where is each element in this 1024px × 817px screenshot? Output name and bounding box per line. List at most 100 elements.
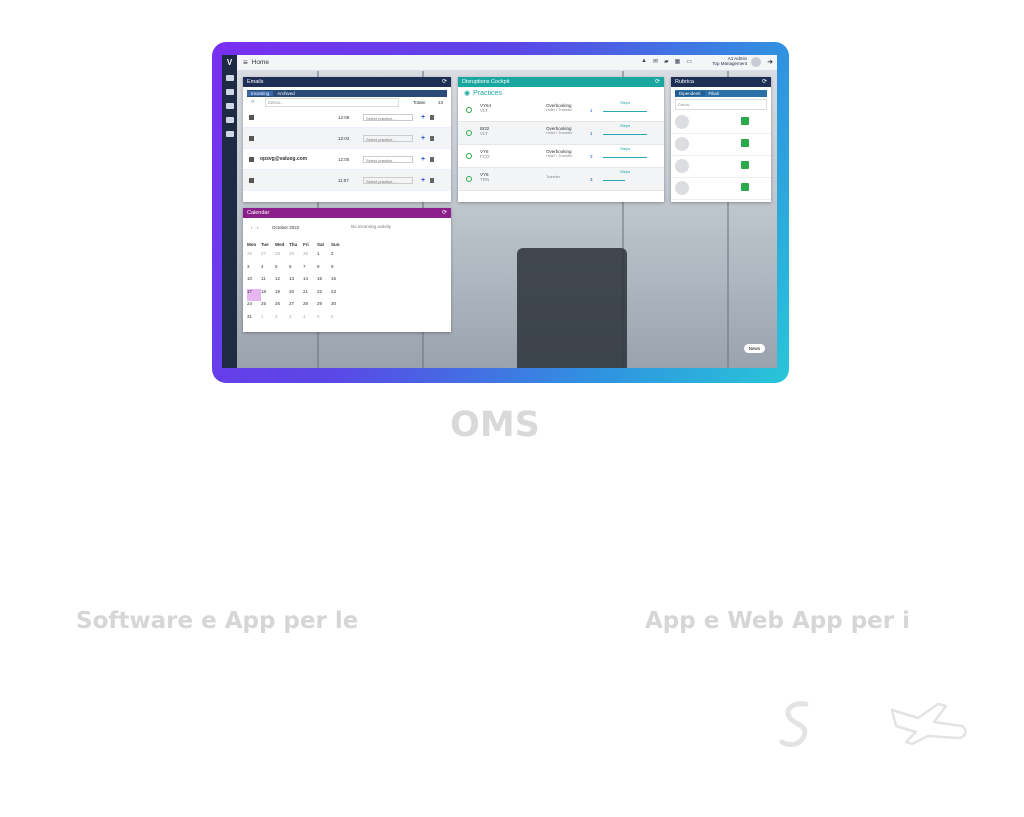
practice-select[interactable]: Select practice... (363, 113, 413, 121)
user-info[interactable]: A1 Admin Top Management (687, 56, 747, 66)
trash-icon[interactable] (430, 177, 434, 183)
add-icon[interactable]: + (421, 176, 426, 184)
day-cell[interactable]: 28 (275, 251, 281, 256)
tab-incoming[interactable]: Incoming (247, 91, 274, 96)
prev-month-button[interactable]: ‹ (251, 225, 253, 230)
day-cell[interactable]: 25 (261, 301, 267, 306)
day-cell[interactable]: 9 (331, 263, 334, 269)
day-cell[interactable]: 5 (317, 313, 320, 319)
day-cell[interactable]: 16 (331, 276, 337, 281)
phone-icon[interactable] (741, 183, 749, 191)
list-item[interactable]: 12:08 Select practice... + (243, 107, 451, 128)
day-cell[interactable]: 4 (261, 263, 264, 269)
add-icon[interactable]: + (421, 113, 426, 121)
day-cell[interactable]: 20 (289, 288, 295, 294)
rubrica-search-input[interactable]: Cerca... (675, 99, 767, 110)
document-icon[interactable] (225, 131, 234, 137)
day-cell[interactable]: 15 (317, 276, 323, 281)
phone-icon[interactable] (741, 117, 749, 125)
trash-icon[interactable] (430, 156, 434, 162)
dashboard-icon[interactable] (225, 103, 234, 109)
day-cell[interactable]: 2 (275, 313, 278, 319)
users-icon[interactable] (225, 89, 234, 95)
day-cell[interactable]: 22 (317, 288, 323, 294)
list-item[interactable] (671, 156, 771, 178)
day-cell[interactable]: 19 (275, 288, 281, 294)
day-cell[interactable]: 30 (331, 301, 337, 306)
day-cell[interactable]: 18 (261, 288, 267, 294)
day-cell[interactable]: 6 (331, 313, 334, 319)
card-icon[interactable]: ▭ (686, 59, 692, 65)
list-item[interactable]: opsvg@valueg.com 12:00 Select practice..… (243, 149, 451, 170)
tab-filiali[interactable]: Filiali (708, 91, 719, 96)
day-cell[interactable]: 4 (303, 313, 306, 319)
app-logo[interactable]: V (222, 55, 237, 70)
day-cell[interactable]: 11 (261, 276, 266, 281)
list-icon[interactable] (225, 117, 234, 123)
phone-icon[interactable] (741, 161, 749, 169)
reload-icon[interactable]: ⟳ (251, 99, 255, 104)
practice-select[interactable]: Select practice... (363, 134, 413, 142)
add-icon[interactable]: + (421, 155, 426, 163)
day-cell[interactable]: 5 (275, 263, 278, 269)
day-cell[interactable]: 26 (275, 301, 281, 306)
hamburger-menu-icon[interactable]: ≡ (243, 58, 248, 67)
list-item[interactable] (671, 134, 771, 156)
day-cell[interactable]: 13 (289, 276, 295, 281)
practice-select[interactable]: Select practice... (363, 176, 413, 184)
day-cell[interactable]: 23 (331, 288, 337, 294)
list-item[interactable]: 12:03 Select practice... + (243, 128, 451, 149)
day-cell[interactable]: 21 (303, 288, 309, 294)
grid-icon[interactable]: ▦ (674, 59, 681, 65)
day-cell[interactable]: 29 (317, 301, 323, 306)
avatar[interactable] (751, 57, 761, 67)
day-cell[interactable]: 1 (317, 251, 320, 256)
day-cell[interactable]: 26 (247, 251, 253, 256)
search-input[interactable]: Cerca... (264, 97, 399, 107)
refresh-icon[interactable]: ⟳ (654, 79, 660, 85)
day-cell[interactable]: 14 (303, 276, 309, 281)
day-cell[interactable]: 27 (289, 301, 295, 306)
bell-icon[interactable]: ▲ (641, 58, 647, 64)
next-month-button[interactable]: › (256, 225, 259, 230)
day-cell[interactable]: 29 (289, 251, 295, 256)
day-cell[interactable]: 8 (317, 263, 320, 269)
list-item[interactable] (671, 178, 771, 200)
day-cell[interactable]: 3 (289, 313, 292, 319)
day-cell[interactable]: 10 (247, 276, 253, 281)
refresh-icon[interactable]: ⟳ (761, 79, 767, 85)
list-item[interactable] (671, 112, 771, 134)
day-cell[interactable]: 30 (303, 251, 309, 256)
day-cell[interactable]: 6 (289, 263, 292, 269)
trash-icon[interactable] (430, 135, 434, 141)
day-cell[interactable]: 1 (261, 313, 264, 319)
add-icon[interactable]: + (421, 134, 426, 142)
day-cell[interactable]: 28 (303, 301, 309, 306)
day-cell[interactable]: 3 (247, 263, 250, 269)
day-cell[interactable]: 27 (261, 251, 267, 256)
phone-icon[interactable] (741, 139, 749, 147)
tab-dipendenti[interactable]: Dipendenti (675, 91, 705, 96)
news-button[interactable]: News (743, 344, 765, 353)
folder-icon[interactable]: ▰ (664, 59, 669, 65)
trash-icon[interactable] (430, 114, 434, 120)
day-cell[interactable]: 2 (331, 251, 334, 256)
day-cell[interactable]: 24 (247, 301, 253, 306)
tab-archived[interactable]: Archived (277, 91, 295, 96)
breadcrumb-home[interactable]: Home (251, 59, 270, 66)
day-cell[interactable]: 7 (303, 263, 306, 269)
day-cell[interactable]: 12 (275, 276, 281, 281)
practice-select[interactable]: Select practice... (363, 155, 413, 163)
day-cell-today[interactable]: 17 (247, 288, 261, 301)
logout-icon[interactable]: ➜ (767, 59, 773, 66)
refresh-icon[interactable]: ⟳ (441, 79, 447, 85)
day-cell[interactable]: 31 (247, 313, 253, 319)
mail-icon[interactable]: ✉ (653, 59, 659, 65)
monitor-icon[interactable] (225, 75, 234, 81)
refresh-icon[interactable]: ⟳ (441, 210, 447, 216)
list-item[interactable]: 11:57 Select practice... + (243, 170, 451, 191)
